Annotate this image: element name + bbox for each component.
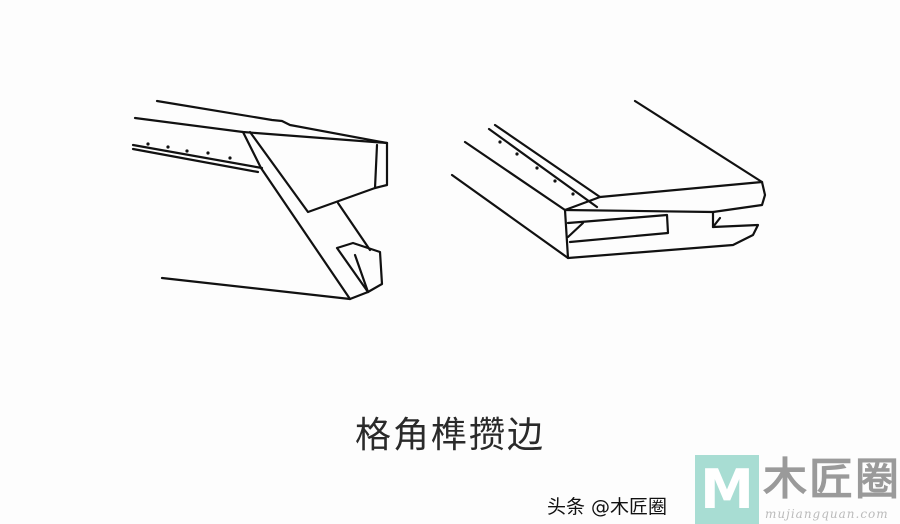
mitered-corner-drawing xyxy=(131,99,389,301)
tenon-edge xyxy=(353,253,370,294)
groove-dots xyxy=(498,140,575,196)
front-face-top xyxy=(563,208,715,214)
rail-inner-edge xyxy=(133,116,389,145)
mortise-slot xyxy=(566,213,670,244)
rail-end-face xyxy=(373,141,389,190)
watermark: M 木匠圈 mujiangquan.com 头条 @木匠圈 xyxy=(547,454,900,524)
miter-face xyxy=(248,130,377,214)
groove-line xyxy=(131,147,260,174)
tenon xyxy=(335,241,384,294)
miter-edge-lower xyxy=(336,201,372,252)
watermark-logo: M xyxy=(695,455,759,524)
stile-bottom-edge xyxy=(160,276,370,301)
groove-corner xyxy=(563,195,602,212)
watermark-url: mujiangquan.com xyxy=(765,507,889,521)
rail-top-edge xyxy=(155,99,389,145)
groove-dots xyxy=(146,142,232,160)
watermark-logo-name: 木匠圈 xyxy=(763,454,900,505)
groove-line xyxy=(131,143,264,170)
diagram-caption: 格角榫攒边 xyxy=(354,415,545,456)
watermark-credit: 头条 @木匠圈 xyxy=(547,496,668,518)
board-left-edge xyxy=(463,140,570,260)
miter-outer-edge xyxy=(241,130,352,301)
slot-diagonal xyxy=(566,221,585,239)
notch-diagonal xyxy=(711,216,722,229)
board-top-edge xyxy=(633,99,764,184)
groove-line xyxy=(487,127,599,209)
mortise-rail-drawing xyxy=(450,99,767,260)
